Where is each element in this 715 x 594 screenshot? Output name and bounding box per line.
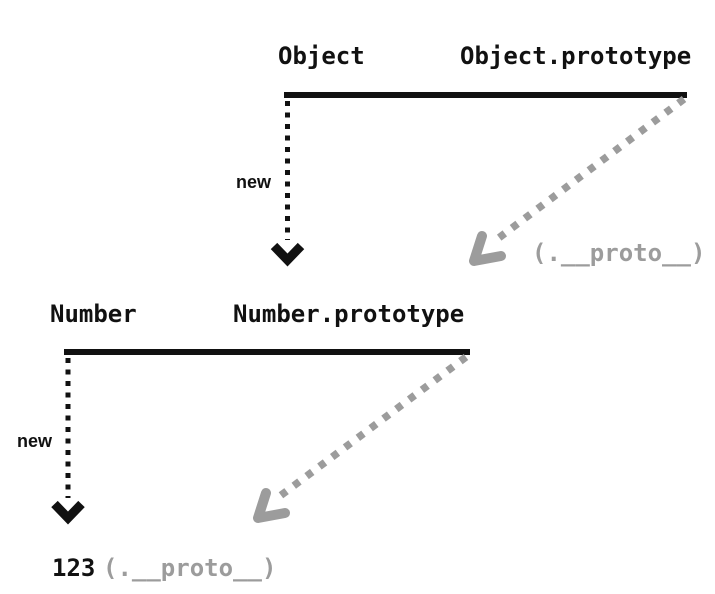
object-constructor-label: Object (278, 42, 365, 70)
object-proto-arrow-shaft (489, 96, 687, 246)
object-prototype-label: Object.prototype (460, 42, 692, 70)
number-proto-arrow-shaft (277, 353, 469, 500)
object-new-label: new (236, 172, 272, 192)
number-proto-arrowhead-icon (253, 488, 290, 523)
number-new-arrowhead-icon (51, 500, 85, 525)
object-proto-label: (.__proto__) (532, 239, 706, 267)
object-proto-arrowhead-icon (469, 231, 506, 266)
instance-value-label: 123 (52, 554, 96, 582)
number-prototype-label: Number.prototype (233, 300, 465, 328)
instance-proto-label: (.__proto__) (103, 554, 277, 582)
object-new-arrowhead-icon (270, 242, 305, 267)
number-constructor-label: Number (50, 300, 137, 328)
number-new-label: new (17, 431, 53, 451)
